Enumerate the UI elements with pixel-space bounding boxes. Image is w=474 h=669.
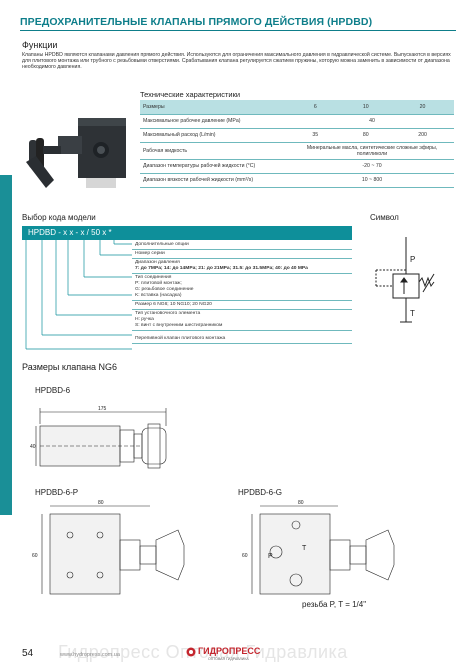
spec-label: Максимальное рабочее давление (MPa) bbox=[140, 114, 290, 129]
list-item: Тип соединения P: плитовой монтаж; G: ре… bbox=[132, 274, 352, 301]
spec-label: Диапазон вязкости рабочей жидкости (mm²/… bbox=[140, 173, 290, 188]
symbol-label-t: T bbox=[410, 309, 415, 318]
page-title: ПРЕДОХРАНИТЕЛЬНЫЕ КЛАПАНЫ ПРЯМОГО ДЕЙСТВ… bbox=[20, 16, 373, 28]
spec-label: Рабочая жидкость bbox=[140, 142, 290, 160]
dimensions-heading: Размеры клапана NG6 bbox=[22, 362, 118, 372]
drawing-hpdbd-6: 175 40 bbox=[30, 406, 167, 469]
footer-logo-subtitle: ОПТОВАЯ ГИДРАВЛИКА bbox=[208, 657, 249, 661]
spec-value: Минеральные масла, синтетические сложные… bbox=[290, 142, 454, 160]
spec-label: Максимальный расход (L/min) bbox=[140, 128, 290, 143]
spec-value: -20 ~ 70 bbox=[290, 159, 454, 174]
specs-table: Размеры 6 10 20 Максимальное рабочее дав… bbox=[140, 100, 454, 188]
drawing-title-hpdbd-6-p: HPDBD-6-P bbox=[35, 488, 79, 497]
specs-row-sizes: Размеры 6 10 20 bbox=[140, 100, 454, 115]
spec-value: 80 bbox=[340, 128, 392, 143]
functions-text: Клапаны HPDBD являются клапанами давлени… bbox=[22, 52, 451, 71]
specs-row-pressure: Максимальное рабочее давление (MPa) 40 bbox=[140, 114, 454, 129]
logo-icon bbox=[186, 647, 196, 657]
footer-watermark: Гидропресс Оптовая Гидравлика bbox=[58, 642, 348, 662]
side-section-tab bbox=[0, 175, 12, 515]
list-item: Диапазон давления 7: до 7MPa; 14: до 14M… bbox=[132, 259, 352, 274]
spec-label: Размеры bbox=[140, 100, 290, 115]
list-item: Тип установочного элемента H: ручка S: в… bbox=[132, 310, 352, 331]
specs-heading: Технические характеристики bbox=[140, 90, 241, 99]
spec-value: 35 bbox=[290, 128, 341, 143]
spec-value: 10 ~ 800 bbox=[290, 173, 454, 188]
model-code-heading: Выбор кода модели bbox=[22, 213, 96, 222]
dim-label: 80 bbox=[98, 500, 104, 506]
spec-value: 200 bbox=[391, 128, 454, 143]
valve-product-image bbox=[26, 118, 126, 188]
dim-label: 175 bbox=[98, 406, 107, 412]
specs-row-viscosity: Диапазон вязкости рабочей жидкости (mm²/… bbox=[140, 173, 454, 188]
specs-row-fluid: Рабочая жидкость Минеральные масла, синт… bbox=[140, 142, 454, 160]
symbol-label-p: P bbox=[410, 255, 415, 264]
list-item: Перепивной клапан плитового монтажа bbox=[132, 335, 352, 344]
footer-url[interactable]: www.hydropress.com.ua bbox=[60, 652, 120, 658]
spec-value: 20 bbox=[391, 100, 454, 115]
spec-value: 10 bbox=[340, 100, 392, 115]
hydraulic-symbol: P T bbox=[375, 237, 435, 323]
model-code-bar: HPDBD - x x - x / 50 x * bbox=[22, 226, 352, 240]
model-code-connectors bbox=[25, 240, 132, 350]
specs-row-flow: Максимальный расход (L/min) 35 80 200 bbox=[140, 128, 454, 143]
dim-label: 60 bbox=[242, 553, 248, 559]
model-code-list: Дополнительные опции Номер серии Диапазо… bbox=[132, 241, 352, 344]
symbol-heading: Символ bbox=[370, 213, 399, 222]
dim-label: 60 bbox=[32, 553, 38, 559]
spec-value: 40 bbox=[290, 114, 454, 129]
drawing-title-hpdbd-6-g: HPDBD-6-G bbox=[238, 488, 283, 497]
drawing-hpdbd-6-g: P T 80 60 bbox=[242, 500, 395, 595]
list-item: Дополнительные опции bbox=[132, 241, 352, 250]
spec-label: Диапазон температуры рабочей жидкости (°… bbox=[140, 159, 290, 174]
functions-heading: Функции bbox=[22, 40, 58, 50]
page-number: 54 bbox=[22, 648, 34, 659]
title-underline bbox=[20, 30, 456, 31]
dim-label: 40 bbox=[30, 444, 36, 450]
thread-note: резьба P, T = 1/4" bbox=[302, 600, 367, 609]
footer-logo: ГИДРОПРЕСС bbox=[198, 646, 261, 656]
drawing-hpdbd-6-p: 80 60 bbox=[32, 500, 185, 595]
drawing-title-hpdbd-6: HPDBD-6 bbox=[35, 386, 71, 395]
dim-label: 80 bbox=[298, 500, 304, 506]
port-label-t: T bbox=[302, 545, 307, 552]
list-item: Размер 6 NG6; 10 NG10; 20 NG20 bbox=[132, 301, 352, 310]
specs-row-temperature: Диапазон температуры рабочей жидкости (°… bbox=[140, 159, 454, 174]
list-item: Номер серии bbox=[132, 250, 352, 259]
spec-value: 6 bbox=[290, 100, 341, 115]
port-label-p: P bbox=[268, 553, 273, 560]
